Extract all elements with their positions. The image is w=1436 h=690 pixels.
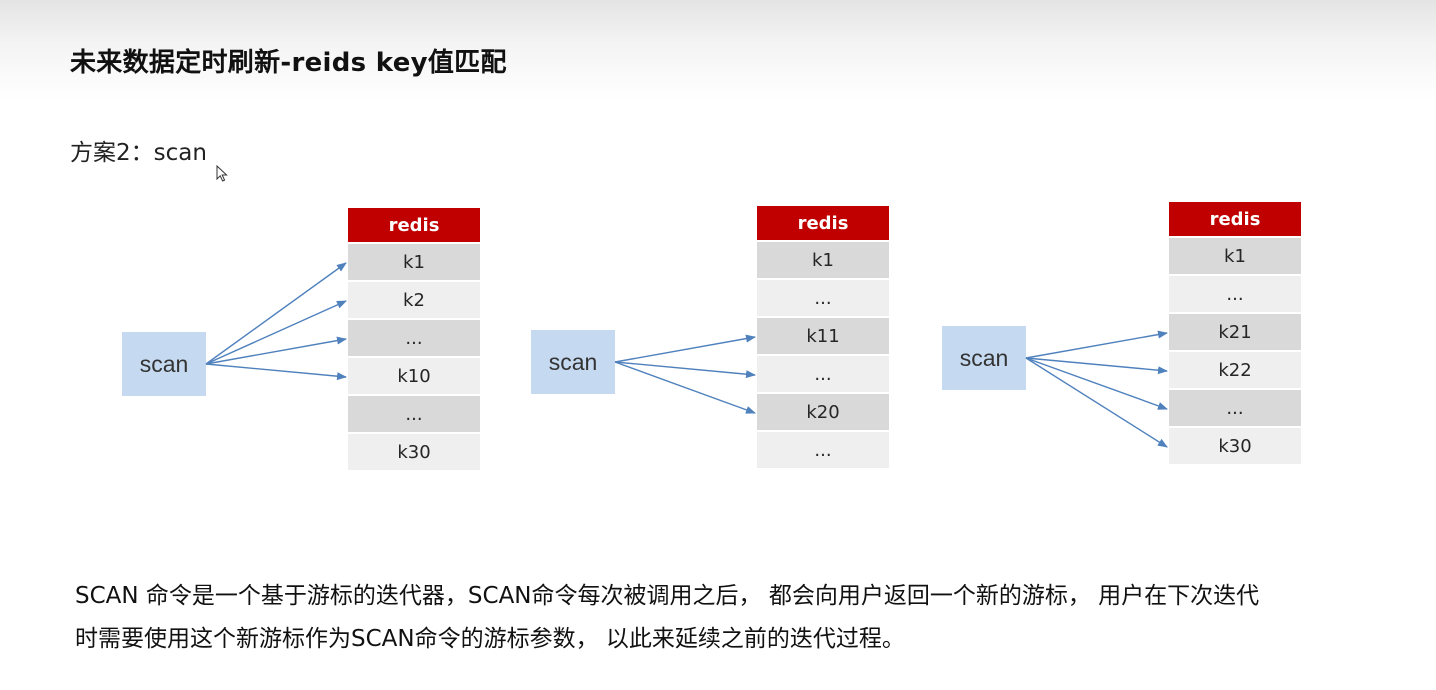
scan-arrow <box>205 363 347 381</box>
slide-header-band <box>0 0 1436 100</box>
redis-key-cell: k1 <box>1169 238 1301 276</box>
redis-key-cell: k2 <box>348 282 480 320</box>
redis-key-cell: k30 <box>1169 428 1301 466</box>
redis-key-cell: k30 <box>348 434 480 472</box>
scan-arrow <box>205 262 347 365</box>
redis-key-cell: ... <box>1169 390 1301 428</box>
redis-column: redis k1 ... k21 k22 ... k30 <box>1169 202 1301 466</box>
mouse-cursor-icon <box>216 165 228 182</box>
scan-arrow <box>1025 330 1168 359</box>
scan-arrow <box>614 361 756 379</box>
redis-header: redis <box>348 208 480 244</box>
scan-arrow <box>1025 357 1168 448</box>
description-text: SCAN 命令是一个基于游标的迭代器，SCAN命令每次被调用之后， 都会向用户返… <box>75 575 1395 661</box>
description-line: 时需要使用这个新游标作为SCAN命令的游标参数， 以此来延续之前的迭代过程。 <box>75 626 905 652</box>
scan-arrow <box>205 336 347 365</box>
redis-key-cell: ... <box>757 432 889 470</box>
redis-key-cell: k11 <box>757 318 889 356</box>
redis-key-cell: k10 <box>348 358 480 396</box>
description-line: SCAN 命令是一个基于游标的迭代器，SCAN命令每次被调用之后， 都会向用户返… <box>75 583 1260 609</box>
slide-title: 未来数据定时刷新-reids key值匹配 <box>70 48 507 78</box>
redis-key-cell: k1 <box>757 242 889 280</box>
redis-key-cell: ... <box>757 356 889 394</box>
subtitle: 方案2：scan <box>70 140 207 166</box>
redis-key-cell: ... <box>1169 276 1301 314</box>
redis-key-cell: k21 <box>1169 314 1301 352</box>
redis-key-cell: ... <box>348 396 480 434</box>
redis-key-cell: k22 <box>1169 352 1301 390</box>
redis-column: redis k1 ... k11 ... k20 ... <box>757 206 889 470</box>
redis-key-cell: ... <box>757 280 889 318</box>
scan-arrow <box>614 361 756 414</box>
scan-arrow <box>1025 357 1168 375</box>
redis-key-cell: k1 <box>348 244 480 282</box>
redis-column: redis k1 k2 ... k10 ... k30 <box>348 208 480 472</box>
redis-key-cell: ... <box>348 320 480 358</box>
scan-arrow <box>614 334 756 363</box>
scan-arrow <box>1025 357 1168 410</box>
redis-header: redis <box>1169 202 1301 238</box>
scan-box: scan <box>531 330 615 394</box>
scan-box: scan <box>942 326 1026 390</box>
scan-box: scan <box>122 332 206 396</box>
redis-header: redis <box>757 206 889 242</box>
scan-arrow <box>205 300 347 365</box>
redis-key-cell: k20 <box>757 394 889 432</box>
